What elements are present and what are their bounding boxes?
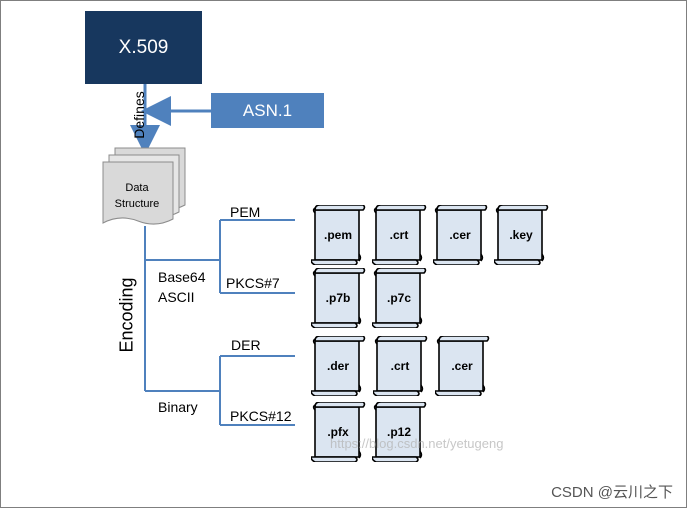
file-scroll-icon: .pem	[311, 205, 367, 265]
file-scroll-icon: .p7c	[372, 268, 428, 328]
file-extension-label: .crt	[389, 228, 409, 242]
watermark-text: https://blog.csdn.net/yetugeng	[330, 436, 504, 451]
encoding-label: Encoding	[116, 277, 137, 353]
file-scroll-icon: .cer	[433, 205, 489, 265]
file-scroll-icon: .crt	[372, 205, 428, 265]
defines-label: Defines	[131, 91, 147, 139]
file-extension-label: .cer	[449, 228, 471, 242]
file-scroll-icon: .der	[311, 336, 367, 396]
file-scroll-icon: .pfx	[311, 402, 367, 462]
x509-box: X.509	[85, 11, 202, 84]
file-extension-label: .key	[509, 228, 533, 242]
asn1-box: ASN.1	[211, 93, 324, 128]
binary-label: Binary	[158, 399, 198, 415]
file-extension-label: .crt	[390, 359, 410, 373]
file-scroll-icon: .crt	[373, 336, 429, 396]
pkcs7-label: PKCS#7	[226, 275, 280, 291]
pkcs12-label: PKCS#12	[230, 408, 292, 424]
file-extension-label: .p12	[386, 425, 411, 439]
file-extension-label: .p7b	[325, 291, 351, 305]
file-extension-label: .pfx	[327, 425, 349, 439]
file-scroll-icon: .p7b	[311, 268, 367, 328]
credit-text: CSDN @云川之下	[551, 484, 673, 501]
file-extension-label: .pem	[323, 228, 352, 242]
der-label: DER	[231, 337, 261, 353]
data-structure-label: Data Structure	[114, 182, 160, 210]
file-scroll-icon: .key	[494, 205, 550, 265]
file-extension-label: .der	[326, 359, 349, 373]
file-scroll-icon: .p12	[372, 402, 428, 462]
base64-label: Base64 ASCII	[158, 269, 206, 305]
file-extension-label: .cer	[451, 359, 473, 373]
data-structure-icon	[102, 147, 186, 225]
file-extension-label: .p7c	[386, 291, 411, 305]
pem-label: PEM	[230, 204, 261, 220]
file-scroll-icon: .cer	[435, 336, 491, 396]
